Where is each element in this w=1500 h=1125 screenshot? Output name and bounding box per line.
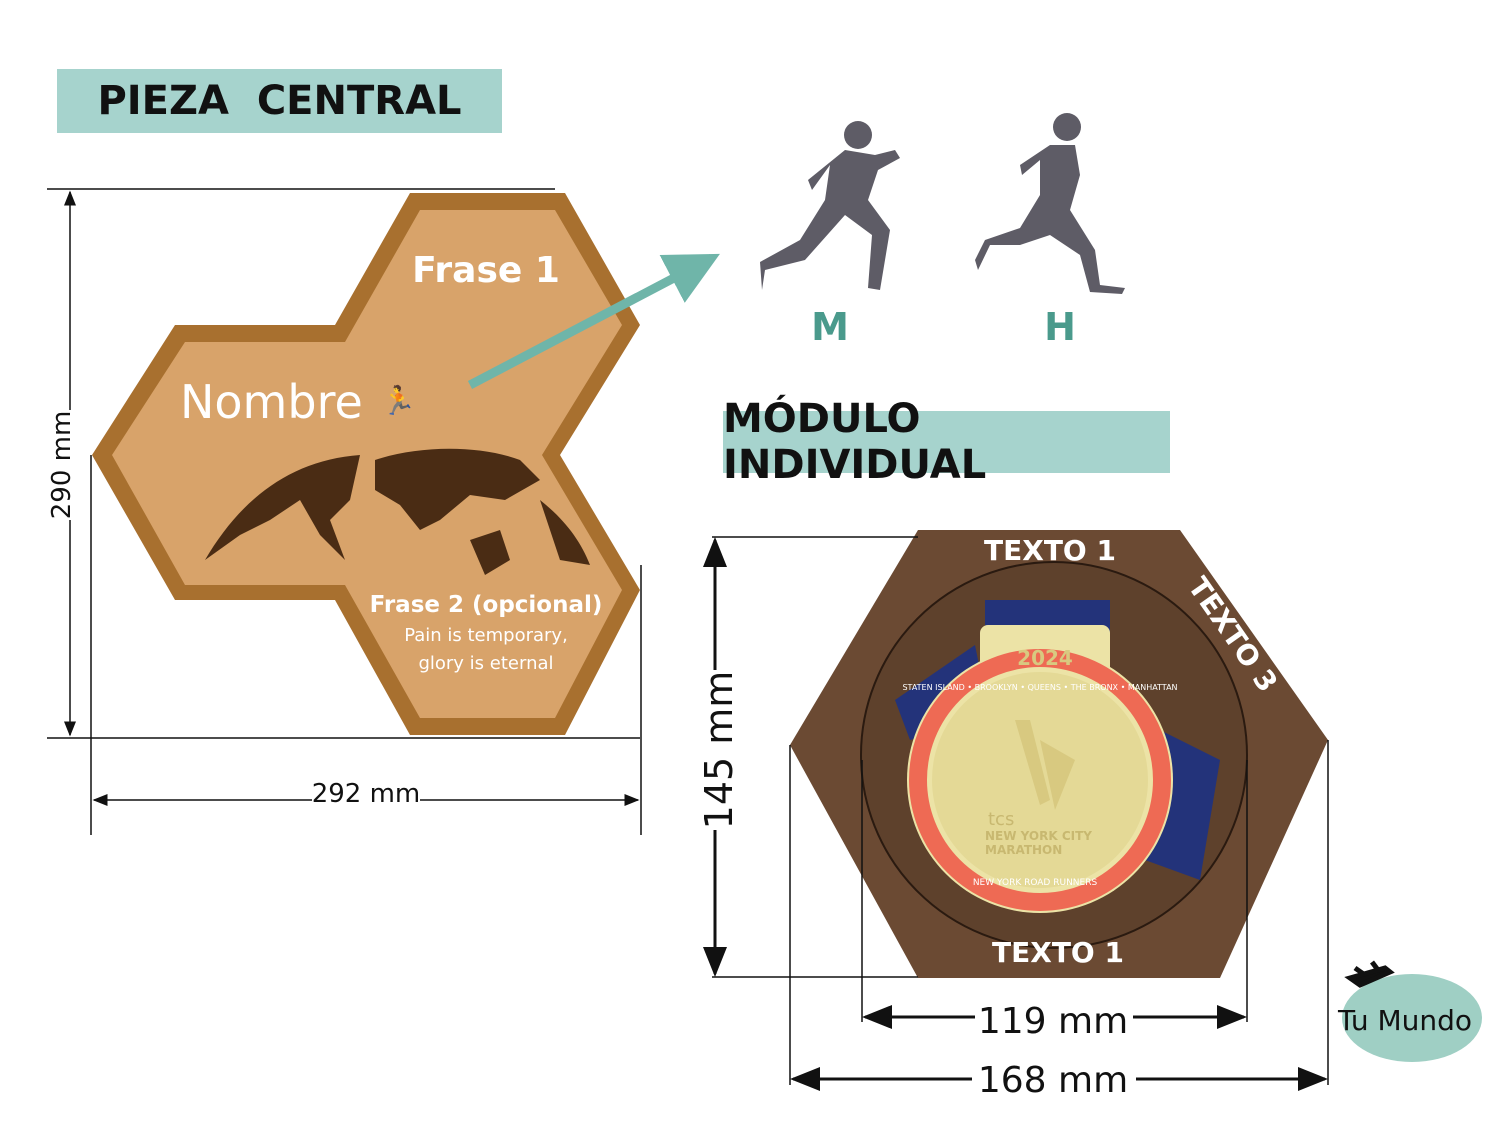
medal-name-line1: NEW YORK CITY <box>985 829 1092 843</box>
tu-mundo-logo: Tu Mundo <box>1337 960 1482 1062</box>
quote-line2: glory is eternal <box>418 653 553 674</box>
female-runner-icon <box>760 121 900 290</box>
pieza-central-title: PIEZA CENTRAL <box>57 69 502 133</box>
modulo-individual-title: MÓDULO INDIVIDUAL <box>723 396 1170 488</box>
height-145-label: 145 mm <box>697 671 741 830</box>
module-dimension-lines <box>703 536 1329 1091</box>
medal-name-line2: MARATHON <box>985 843 1062 857</box>
texto1-bottom-label: TEXTO 1 <box>992 936 1124 969</box>
medal <box>895 600 1220 913</box>
medal-ring-bottom: NEW YORK ROAD RUNNERS <box>973 878 1098 888</box>
frase2-label: Frase 2 (opcional) <box>370 592 603 618</box>
small-runner-icon: 🏃 <box>381 384 416 417</box>
quote-line1: Pain is temporary, <box>404 625 568 646</box>
width-168-label: 168 mm <box>978 1060 1128 1101</box>
medal-sponsor: tcs <box>988 809 1014 830</box>
world-map-engraving <box>205 448 590 575</box>
width-119-label: 119 mm <box>978 1001 1128 1042</box>
medal-year: 2024 <box>1017 646 1073 670</box>
male-runner-icon <box>975 113 1125 294</box>
frase1-label: Frase 1 <box>412 250 560 291</box>
airplane-icon <box>1344 960 1395 988</box>
female-label: M <box>811 305 849 349</box>
male-label: H <box>1044 305 1076 349</box>
logo-text: Tu Mundo <box>1337 1004 1472 1037</box>
nombre-label: Nombre <box>180 375 363 429</box>
width-292-label: 292 mm <box>312 779 421 809</box>
medal-ring-top: STATEN ISLAND • BROOKLYN • QUEENS • THE … <box>902 683 1177 692</box>
height-290-label: 290 mm <box>47 411 77 520</box>
texto1-top-label: TEXTO 1 <box>984 534 1116 567</box>
central-dimension-lines <box>47 188 642 835</box>
central-piece <box>92 193 640 735</box>
pointer-arrow <box>467 253 720 389</box>
